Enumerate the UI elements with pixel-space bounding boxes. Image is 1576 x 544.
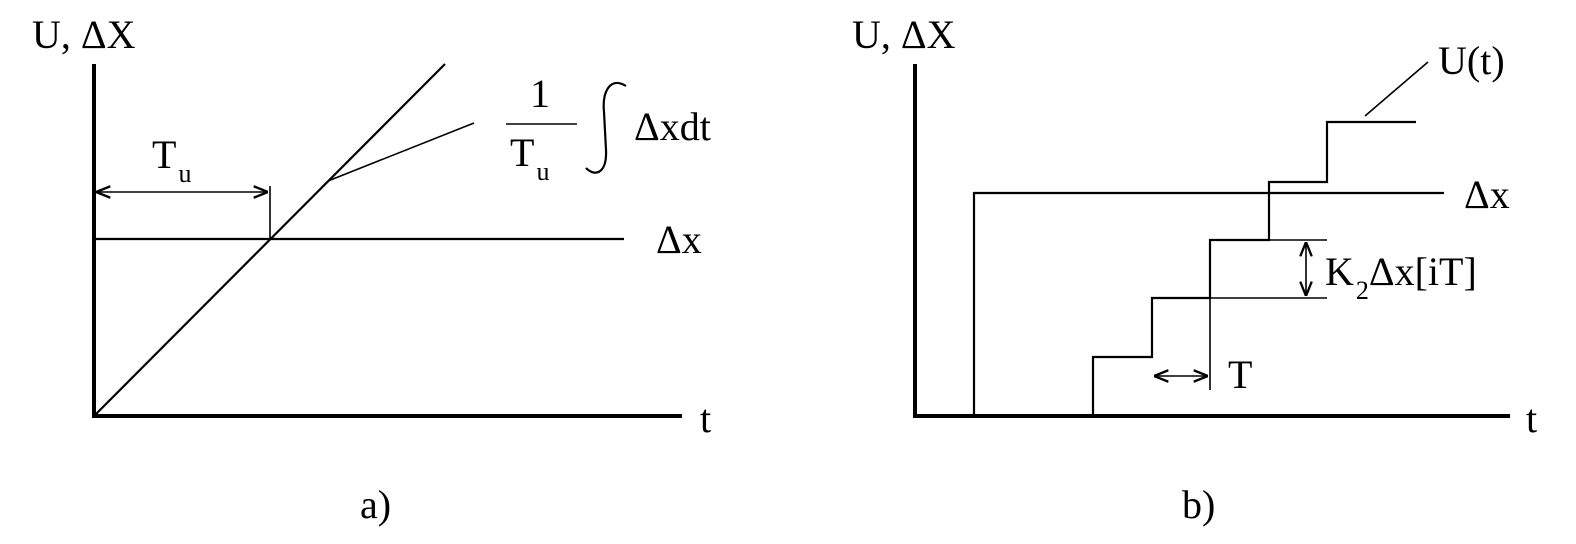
panel-b-delta-x-label: Δx [1464, 172, 1510, 217]
panel-a-integral-denominator: Tu [510, 130, 549, 186]
panel-a-y-axis-label: U, ΔX [32, 12, 136, 57]
panel-a-x-axis-label: t [700, 396, 711, 441]
panel-a-integral-expression: Δxdt [634, 104, 711, 149]
panel-a-delta-x-label: Δx [656, 217, 702, 262]
panel-b-u-leader [1364, 61, 1429, 117]
panel-b-u-staircase [1091, 120, 1416, 416]
integral-sign-icon [585, 81, 627, 174]
panel-a: U, ΔX t Δx Tu 1 Tu Δxdt a) [32, 12, 711, 527]
panel-b-caption: b) [1182, 482, 1215, 527]
panel-b-k-label: K2Δx[iT] [1325, 249, 1477, 305]
panel-b-t-label: T [1228, 352, 1252, 397]
panel-a-integral-leader [327, 122, 475, 182]
panel-a-integral-numerator: 1 [530, 71, 550, 116]
panel-b-u-label: U(t) [1438, 38, 1505, 83]
panel-b-y-axis-label: U, ΔX [852, 12, 956, 57]
panel-b-x-axis-label: t [1526, 396, 1537, 441]
panel-a-ti-label: Tu [152, 132, 191, 188]
panel-a-caption: a) [360, 482, 391, 527]
panel-b: U, ΔX t Δx U(t) K2Δx[iT] T b) [852, 12, 1537, 527]
panel-b-delta-x-step [972, 191, 1444, 416]
